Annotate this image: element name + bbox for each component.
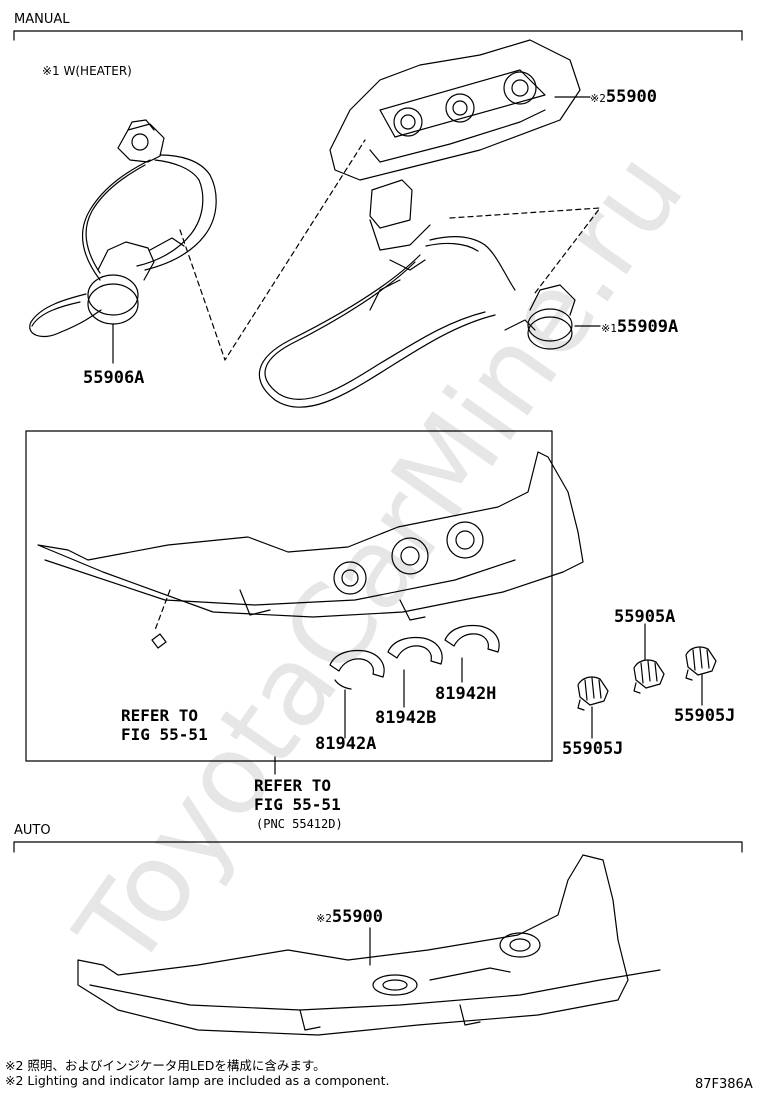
part-label-55905j-right: 55905J — [674, 706, 736, 726]
mark-2-auto: ※2 — [316, 912, 332, 925]
section-label-auto: AUTO — [14, 823, 51, 838]
part-label-55900-top: ※255900 — [590, 87, 658, 107]
ref-outer-line2: FIG 55-51 — [254, 795, 341, 814]
auto-section-bracket — [13, 841, 743, 853]
mark-1: ※1 — [601, 322, 617, 335]
note-w-heater: ※1 W(HEATER) — [42, 64, 132, 78]
part-label-81942h: 81942H — [435, 684, 497, 704]
panel-frame — [25, 430, 553, 762]
socket-wire-55906a — [29, 119, 217, 364]
section-label-manual: MANUAL — [14, 12, 70, 27]
part-label-81942b: 81942B — [375, 708, 437, 728]
footnote-jp: ※2 照明、およびインジケータ用LEDを構成に含みます。 — [5, 1058, 326, 1073]
ring-81942b — [387, 636, 443, 708]
control-panel-auto — [77, 854, 661, 1036]
manual-section-bracket — [13, 30, 743, 41]
knob-55905j-left — [577, 676, 609, 739]
part-label-55909a: ※155909A — [601, 317, 679, 337]
dashed-leaders — [154, 139, 601, 631]
ref-inner-line1: REFER TO — [121, 706, 199, 725]
knob-55905a — [633, 623, 665, 694]
knob-55905j-right — [685, 646, 717, 706]
ref-outer: REFER TO FIG 55-51 — [254, 776, 341, 814]
socket-wire-55909a — [258, 179, 601, 408]
ref-inner: REFER TO FIG 55-51 — [121, 706, 208, 744]
part-label-55900-auto: ※255900 — [316, 907, 384, 927]
part-label-55906a: 55906A — [83, 368, 145, 388]
part-label-55905j-left: 55905J — [562, 739, 624, 759]
control-panel-manual — [37, 451, 584, 649]
ref-outer-line1: REFER TO — [254, 776, 332, 795]
ring-81942a — [329, 649, 385, 739]
ref-inner-line2: FIG 55-51 — [121, 725, 208, 744]
footnote-en: ※2 Lighting and indicator lamp are inclu… — [5, 1073, 390, 1088]
part-label-55905a: 55905A — [614, 607, 676, 627]
mark-2: ※2 — [590, 92, 606, 105]
part-label-81942a: 81942A — [315, 734, 377, 754]
ref-outer-pnc: (PNC 55412D) — [256, 817, 343, 831]
illustration-code: 87F386A — [695, 1077, 753, 1092]
control-assembly-55900-top — [329, 39, 591, 181]
ring-81942h — [444, 624, 500, 683]
